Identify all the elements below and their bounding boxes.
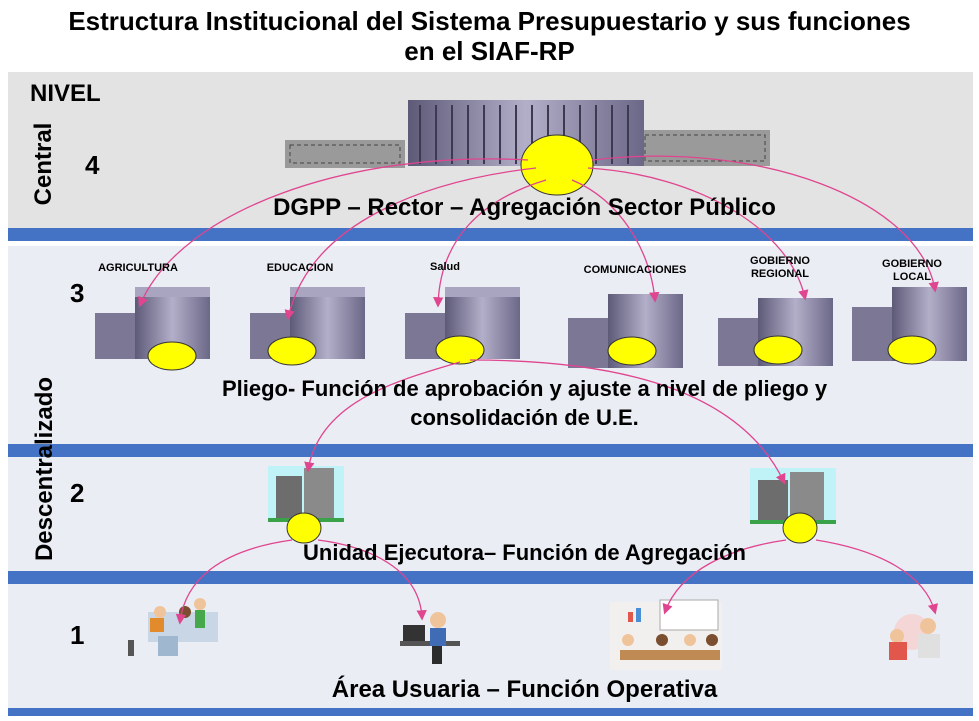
- pliego-label-line1: COMUNICACIONES: [583, 264, 687, 276]
- executing-unit-nodes: [286, 512, 818, 544]
- pliego-label-line1: EDUCACION: [266, 262, 334, 274]
- separator-4-3: [8, 228, 973, 241]
- level-4-number: 4: [85, 150, 100, 180]
- pliego-label-salud: Salud: [405, 261, 485, 274]
- pliego-label-line1: Salud: [430, 261, 460, 273]
- central-node: [520, 134, 594, 196]
- separator-bottom: [8, 708, 973, 716]
- level-3-function-line2: consolidación de U.E.: [410, 405, 639, 430]
- pliego-label-line1: GOBIERNO: [750, 255, 810, 267]
- pliego-label-line2: REGIONAL: [750, 268, 810, 280]
- level-2-number-top: 3: [70, 278, 85, 308]
- nivel-label: NIVEL: [30, 80, 101, 107]
- level-3-number: 2: [70, 478, 85, 508]
- pliego-label-line1: GOBIERNO: [882, 258, 942, 270]
- pliego-label-line1: AGRICULTURA: [98, 262, 178, 274]
- hierarchy-arrows: [138, 155, 939, 625]
- customer-service-icon: [889, 614, 940, 660]
- level-1-function: Área Usuaria – Función Operativa: [331, 676, 718, 703]
- diagram-title: Estructura Institucional del Sistema Pre…: [68, 6, 911, 66]
- level-2-function: Unidad Ejecutora– Función de Agregación: [303, 540, 746, 565]
- desk-worker-icon: [400, 612, 460, 664]
- pliego-label-line2: LOCAL: [893, 271, 931, 283]
- pliego-label-gobierno-local: GOBIERNO LOCAL: [872, 258, 952, 284]
- pliego-label-agricultura: AGRICULTURA: [88, 262, 188, 275]
- pliego-label-comunicaciones: COMUNICACIONES: [565, 264, 705, 277]
- pliego-label-educacion: EDUCACION: [250, 262, 350, 275]
- level-1-number: 1: [70, 620, 85, 650]
- pliego-nodes: [147, 335, 937, 371]
- executing-unit-building-icon: [268, 466, 836, 524]
- separator-3-2: [8, 444, 973, 457]
- level-3-function-line1: Pliego- Función de aprobación y ajuste a…: [221, 376, 828, 401]
- pliego-label-gobierno-regional: GOBIERNO REGIONAL: [740, 255, 820, 281]
- office-workers-icon: [128, 598, 218, 656]
- separator-2-1: [8, 571, 973, 584]
- level-4-function: DGPP – Rector – Agregación Sector Públic…: [273, 194, 776, 221]
- office-building-icon: [95, 287, 967, 368]
